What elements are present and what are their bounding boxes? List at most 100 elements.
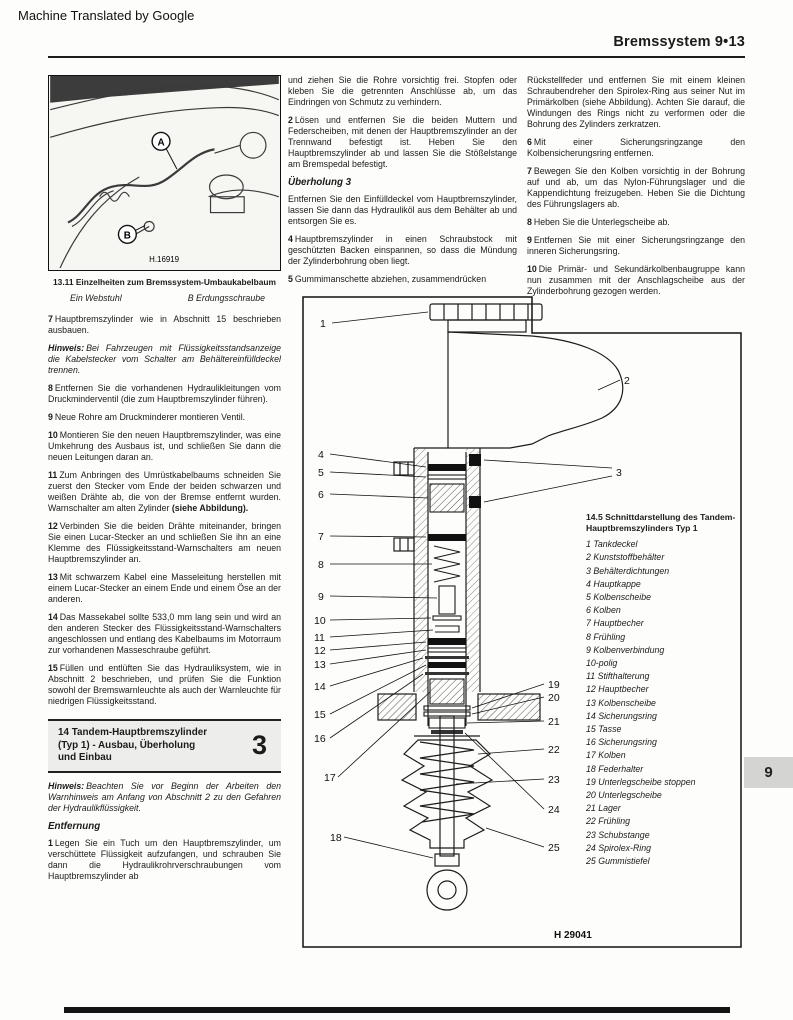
- callout-4: 4: [318, 449, 324, 461]
- left-column: A B H.16919 13.11 Einzelheiten zum Brems…: [48, 75, 281, 889]
- label-a-leader: [165, 148, 178, 170]
- callout-12: 12: [314, 645, 326, 657]
- legend-item: 24 Spirolex-Ring: [586, 842, 652, 853]
- callout-7: 7: [318, 531, 324, 543]
- legend-item: 2 Kunststoffbehälter: [586, 552, 665, 563]
- callout-1: 1: [320, 318, 326, 330]
- callout-25: 25: [548, 842, 560, 854]
- figure-13-11: A B H.16919: [48, 75, 281, 271]
- paragraph: Hinweis:Bei Fahrzeugen mit Flüssigkeitss…: [48, 343, 281, 375]
- legend-item: 16 Sicherungsring: [586, 737, 657, 748]
- section-title-line2: (Typ 1) - Ausbau, Überholung: [58, 739, 196, 751]
- legend-item: 8 Frühling: [586, 631, 626, 642]
- bottom-rule: [64, 1007, 730, 1013]
- machine-translated-note: Machine Translated by Google: [18, 8, 195, 23]
- section-14-heading-box: 14 Tandem-Hauptbremszylinder (Typ 1) - A…: [48, 719, 281, 773]
- callout-6: 6: [318, 489, 324, 501]
- chapter-tab: 9: [744, 757, 793, 788]
- legend-item: 17 Kolben: [586, 750, 626, 761]
- callout-8: 8: [318, 559, 324, 571]
- callout-14: 14: [314, 681, 326, 693]
- removal-heading: Entfernung: [48, 820, 101, 832]
- legend-item: 11 Stifthalterung: [586, 671, 650, 682]
- label-b-leader: [135, 225, 146, 231]
- callout-18: 18: [330, 832, 342, 844]
- callout-19: 19: [548, 679, 560, 691]
- callout-22: 22: [548, 744, 560, 756]
- callout-21: 21: [548, 716, 560, 728]
- legend-item: 19 Unterlegscheibe stoppen: [586, 776, 696, 787]
- callout-16: 16: [314, 733, 326, 745]
- diagram-legend: 14.5 Schnittdarstellung des Tandem-Haupt…: [586, 512, 736, 868]
- figure-caption: 13.11 Einzelheiten zum Bremssystem-Umbau…: [53, 277, 276, 287]
- legend-item: 14 Sicherungsring: [586, 710, 657, 721]
- section-title-line1: 14 Tandem-Hauptbremszylinder: [58, 727, 208, 738]
- callout-2: 2: [624, 375, 630, 387]
- callout-11: 11: [314, 632, 325, 644]
- legend-item: 20 Unterlegscheibe: [586, 790, 662, 801]
- internal-parts: [423, 454, 481, 734]
- mid-paragraphs-top: und ziehen Sie die Rohre vorsichtig frei…: [288, 75, 517, 170]
- leader-lines: [329, 311, 621, 859]
- legend-item: 15 Tasse: [586, 724, 622, 735]
- section-number: 3: [251, 730, 267, 761]
- figure-key: Ein Webstuhl B Erdungsschraube: [48, 291, 281, 314]
- callout-24: 24: [548, 804, 560, 816]
- callout-10: 10: [314, 615, 326, 627]
- figure-key-a: Ein Webstuhl: [70, 293, 122, 303]
- figure-key-b: B Erdungsschraube: [187, 293, 265, 303]
- figure-14-5: 1 2 3 4 5 6 7 8 9 10 11 12 13 14 15 16 1…: [302, 296, 742, 948]
- label-a-circle: [151, 131, 171, 151]
- legend-item: 6 Kolben: [586, 605, 621, 616]
- engine-bay-sketch: A B H.16919: [50, 76, 280, 269]
- legend-item: 18 Federhalter: [586, 763, 644, 774]
- mid-paragraphs-bottom: Entfernen Sie den Einfülldeckel vom Haup…: [288, 194, 517, 285]
- sketch-labels: A B: [117, 131, 178, 244]
- callout-13: 13: [314, 659, 326, 671]
- page-header-title: Bremssystem 9•13: [613, 34, 745, 50]
- callout-23: 23: [548, 774, 560, 786]
- legend-item: 1 Tankdeckel: [586, 539, 638, 550]
- paragraph: Rückstellfeder und entfernen Sie mit ein…: [527, 75, 745, 129]
- callout-numbers: 1 2 3 4 5 6 7 8 9 10 11 12 13 14 15 16 1…: [314, 318, 630, 854]
- legend-item: 13 Kolbenscheibe: [586, 697, 656, 708]
- sketch-lines: [50, 85, 280, 269]
- legend-item: 9 Kolbenverbindung: [586, 644, 665, 655]
- callout-15: 15: [314, 709, 326, 721]
- label-b-circle: [117, 224, 137, 244]
- legend-item: 10-polig: [586, 658, 618, 669]
- right-paragraph-list: Rückstellfeder und entfernen Sie mit ein…: [527, 75, 745, 297]
- legend-item: 3 Behälterdichtungen: [586, 565, 670, 576]
- label-b: B: [124, 230, 131, 241]
- paragraph: Entfernen Sie den Einfülldeckel vom Haup…: [288, 194, 517, 226]
- callout-17: 17: [324, 772, 336, 784]
- paragraph: und ziehen Sie die Rohre vorsichtig frei…: [288, 75, 517, 107]
- diagram-code: H 29041: [554, 930, 592, 941]
- middle-column: und ziehen Sie die Rohre vorsichtig frei…: [288, 75, 517, 292]
- figure-border: [302, 296, 742, 948]
- callout-20: 20: [548, 692, 560, 704]
- master-cylinder-drawing: 1 2 3 4 5 6 7 8 9 10 11 12 13 14 15 16 1…: [302, 296, 742, 948]
- legend-item-list: 1 Tankdeckel 2 Kunststoffbehälter 3 Behält…: [586, 538, 736, 868]
- section-title: 14 Tandem-Hauptbremszylinder (Typ 1) - A…: [58, 727, 248, 765]
- legend-item: 12 Hauptbecher: [586, 684, 649, 695]
- legend-caption: 14.5 Schnittdarstellung des Tandem-Haupt…: [586, 512, 736, 533]
- header-rule: [48, 56, 745, 58]
